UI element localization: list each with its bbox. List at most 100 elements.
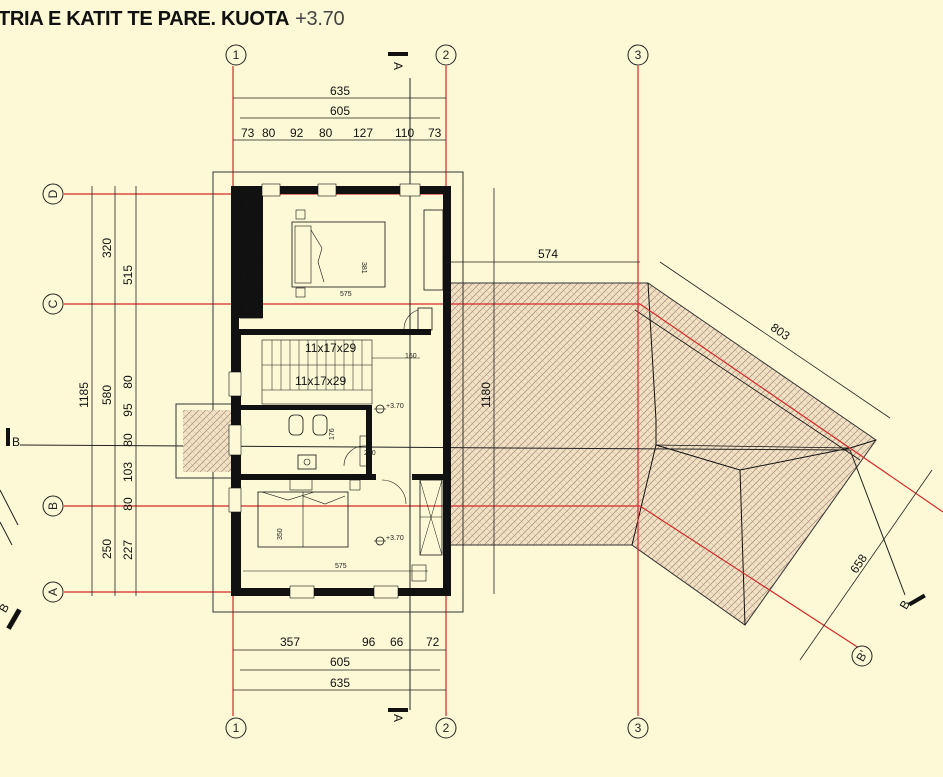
svg-text:B: B	[46, 502, 60, 510]
dim-left-low: 250	[100, 539, 114, 559]
wardrobe-bottom	[411, 479, 443, 582]
dim-left-overall: 1185	[77, 382, 91, 408]
dim-left-inner-4: 103	[121, 462, 135, 482]
section-line-b	[19, 444, 851, 451]
svg-text:B: B	[12, 435, 20, 449]
roof-ridge-line	[631, 282, 657, 546]
bed-length-top-label: 381	[360, 262, 367, 274]
bed-width-top-label: 575	[340, 291, 352, 298]
outer-outline	[212, 171, 464, 613]
dimension-bottom: 357 96 66 72 605 635	[233, 635, 446, 691]
desk	[423, 209, 444, 291]
dim-top-seg-7: 73	[428, 126, 442, 140]
dim-left-upper: 320	[100, 238, 114, 258]
axis-line-b-rot	[639, 505, 863, 651]
grid-bubble-1-bottom: 1	[225, 717, 247, 739]
svg-text:+3.70: +3.70	[386, 535, 404, 542]
dim-top-seg-6: 110	[395, 126, 414, 140]
dim-bottom-seg-2: 96	[362, 635, 376, 649]
dim-bottom-seg-1: 357	[280, 635, 300, 649]
bed-bottom	[257, 477, 361, 548]
door-height-label: 220	[364, 450, 376, 457]
svg-text:B: B	[0, 601, 12, 615]
svg-text:2: 2	[443, 721, 450, 735]
dimension-left: 1185 320 580 250 515 80 95 80 103 80 227	[77, 186, 137, 596]
svg-text:A: A	[46, 588, 60, 596]
svg-text:C: C	[46, 299, 60, 308]
dim-left-inner-1: 80	[121, 375, 135, 389]
stairs-label-1: 11x17x29	[305, 341, 356, 355]
dim-bottom-seg-3: 66	[390, 635, 404, 649]
grid-bubble-3-top: 3	[627, 44, 649, 66]
door-bedroom	[381, 479, 407, 505]
title-text: TRIA E KATIT TE PARE. KUOTA	[0, 8, 290, 30]
dim-roof-slope-side: 658	[847, 551, 870, 576]
dim-top-seg-1: 73	[241, 126, 255, 140]
dim-left-inner-upper: 515	[121, 265, 135, 285]
dim-bottom-outer: 635	[330, 676, 350, 690]
section-mark-b-left: B	[6, 428, 20, 449]
building-plan: 575 381 11x17x29 11x17x29 160 +3.70 +3.7…	[175, 171, 464, 613]
landing-label: 160	[405, 353, 417, 360]
title-level: +3.70	[295, 8, 345, 30]
door-stair	[403, 307, 433, 331]
dim-left-inner-2: 95	[121, 403, 135, 417]
grid-bubble-d: D	[42, 183, 64, 205]
bed-top	[291, 209, 386, 298]
dim-top-seg-3: 92	[290, 126, 304, 140]
svg-text:B: B	[897, 598, 913, 612]
stair-treads	[271, 340, 363, 390]
svg-text:3: 3	[635, 48, 642, 62]
svg-text:D: D	[46, 189, 60, 198]
grid-bubble-2-top: 2	[435, 44, 457, 66]
roof-inner-line	[634, 309, 861, 461]
stairs-label-2: 11x17x29	[295, 374, 346, 388]
windows	[228, 183, 421, 599]
bathroom	[288, 414, 368, 470]
grid-bubble-3-bottom: 3	[627, 717, 649, 739]
dim-top-seg-5: 127	[353, 126, 373, 140]
partial-left-element: B	[0, 489, 22, 630]
interior-walls	[231, 190, 445, 590]
roof-hatch-area	[447, 282, 877, 626]
balcony-hatch	[183, 410, 233, 472]
section-mark-a-top: A	[388, 52, 408, 70]
dim-top-inner: 605	[330, 104, 350, 118]
section-mark-a-bottom: A	[388, 708, 408, 722]
grid-bubble-b: B	[42, 495, 64, 517]
grid-bubble-b-prime: B'	[851, 645, 873, 667]
bed-length-bottom-label: 350	[277, 528, 284, 540]
dim-left-mid: 580	[100, 385, 114, 405]
drawing-title: TRIA E KATIT TE PARE. KUOTA+3.70	[0, 8, 345, 31]
dim-left-inner-3: 80	[121, 433, 135, 447]
dim-left-inner-6: 227	[121, 540, 135, 560]
svg-text:A: A	[391, 714, 405, 722]
dim-top-seg-2: 80	[262, 126, 276, 140]
svg-text:A: A	[391, 62, 405, 70]
wardrobe-top	[239, 195, 263, 319]
dim-roof-slope-top: 803	[768, 320, 793, 343]
dim-roof-depth: 1180	[479, 382, 493, 408]
dim-top-seg-4: 80	[319, 126, 333, 140]
dim-bottom-seg-4: 72	[426, 635, 440, 649]
svg-text:1: 1	[233, 721, 240, 735]
bed-width-bottom-label: 575	[335, 563, 347, 570]
level-mark-2: +3.70	[374, 535, 404, 546]
dim-roof-width: 574	[538, 247, 558, 261]
dim-bottom-inner: 605	[330, 655, 350, 669]
level-mark-1: +3.70	[374, 403, 404, 414]
svg-text:2: 2	[443, 48, 450, 62]
section-line-b-end	[849, 449, 906, 596]
axis-line-c-rot	[639, 303, 943, 513]
svg-text:1: 1	[233, 48, 240, 62]
exterior-walls	[231, 186, 451, 596]
grid-bubble-c: C	[42, 293, 64, 315]
dim-top-outer: 635	[330, 84, 350, 98]
bath-height-label: 176	[329, 428, 336, 440]
svg-text:+3.70: +3.70	[386, 403, 404, 410]
grid-bubble-a: A	[42, 581, 64, 603]
roof-eave-line	[655, 444, 851, 449]
dim-left-inner-5: 80	[121, 497, 135, 511]
grid-bubble-2-bottom: 2	[435, 717, 457, 739]
